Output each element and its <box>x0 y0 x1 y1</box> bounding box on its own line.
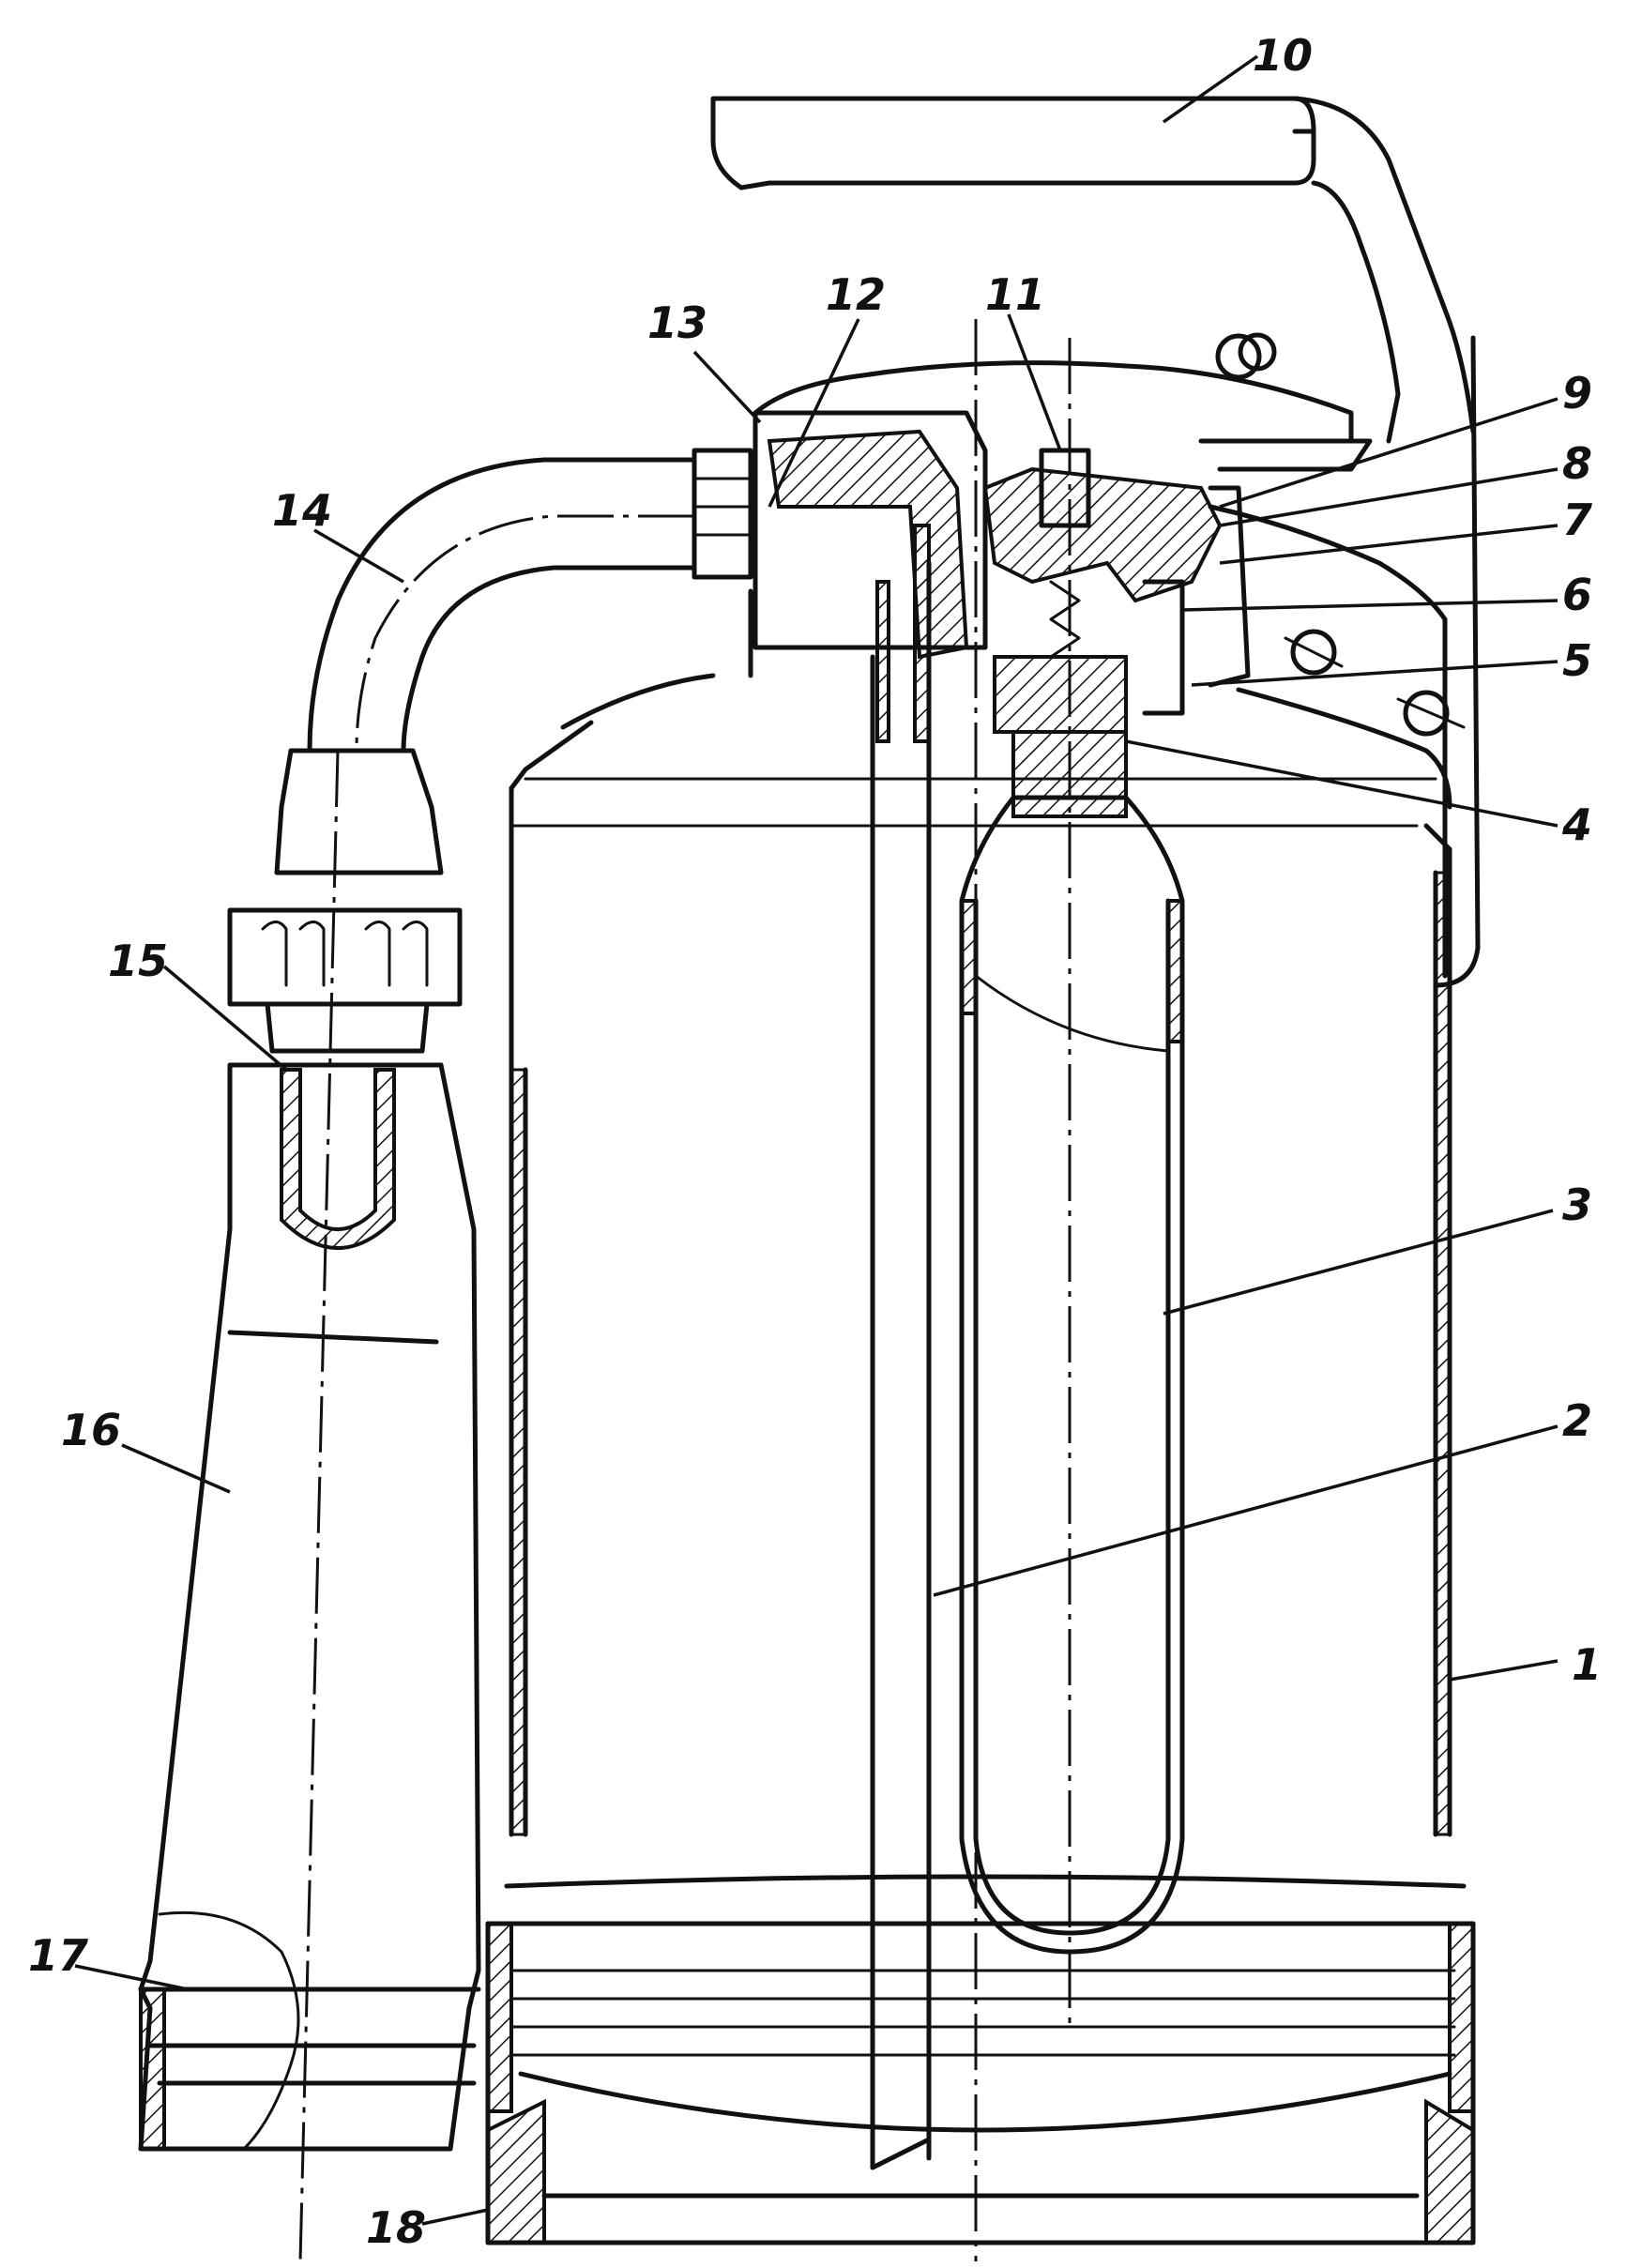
label-6: 6 <box>1562 570 1592 620</box>
label-17: 17 <box>28 1930 88 1981</box>
label-13: 13 <box>647 297 707 348</box>
label-1: 1 <box>1572 1639 1602 1690</box>
label-16: 16 <box>61 1405 121 1455</box>
carrying-handle <box>710 96 1476 444</box>
label-10: 10 <box>1253 30 1313 81</box>
bottom-ring <box>485 1874 1476 2245</box>
callout-labels: 1 2 3 4 5 6 7 8 9 10 11 12 13 14 15 16 1… <box>28 30 1602 2253</box>
label-14: 14 <box>272 485 332 536</box>
label-2: 2 <box>1562 1395 1592 1446</box>
label-8: 8 <box>1562 438 1592 489</box>
label-3: 3 <box>1562 1180 1592 1230</box>
label-4: 4 <box>1561 799 1592 850</box>
label-15: 15 <box>108 936 168 986</box>
label-12: 12 <box>826 269 886 320</box>
nozzle <box>227 748 463 1250</box>
centerlines <box>974 319 1072 2261</box>
foam-generator <box>138 750 481 2262</box>
label-9: 9 <box>1562 368 1592 419</box>
hose <box>307 448 753 753</box>
valve-head <box>748 332 1373 818</box>
label-5: 5 <box>1562 635 1592 686</box>
cylinder-body <box>509 673 1452 1837</box>
label-18: 18 <box>366 2202 426 2253</box>
leader-lines <box>74 54 1558 2226</box>
label-7: 7 <box>1562 495 1592 545</box>
gas-cartridge <box>959 795 1185 1955</box>
label-11: 11 <box>985 269 1045 320</box>
